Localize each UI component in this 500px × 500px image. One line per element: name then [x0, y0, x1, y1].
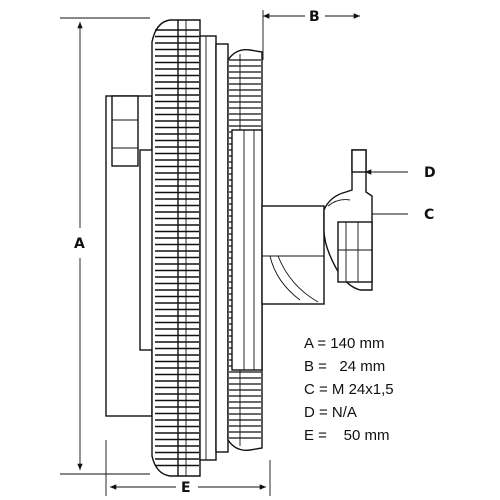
housing-cooling-fins [155, 29, 199, 467]
rear-hub [105, 95, 155, 417]
dimension-label-d: D [424, 165, 436, 181]
dimension-b: B [262, 9, 360, 60]
leader-d: D [365, 165, 436, 181]
front-plate [215, 43, 263, 453]
finned-housing [151, 19, 217, 477]
leader-c: C [362, 207, 434, 223]
mounting-flange [323, 149, 373, 291]
drive-shaft [261, 205, 325, 305]
dimension-label-c: C [424, 207, 434, 223]
spec-line-c: C = M 24x1,5 [304, 381, 394, 398]
dimension-label-e: E [181, 480, 191, 496]
dimension-a: A [60, 17, 150, 475]
dimension-label-a: A [74, 236, 85, 252]
specification-list: A = 140 mm B = 24 mm C = M 24x1,5 D = N/… [304, 335, 394, 444]
dimension-e: E [105, 440, 271, 496]
spec-line-b: B = 24 mm [304, 358, 385, 375]
spec-line-a: A = 140 mm [304, 335, 384, 352]
spec-line-e: E = 50 mm [304, 427, 389, 444]
dimension-label-b: B [309, 9, 320, 25]
spec-line-d: D = N/A [304, 404, 357, 421]
